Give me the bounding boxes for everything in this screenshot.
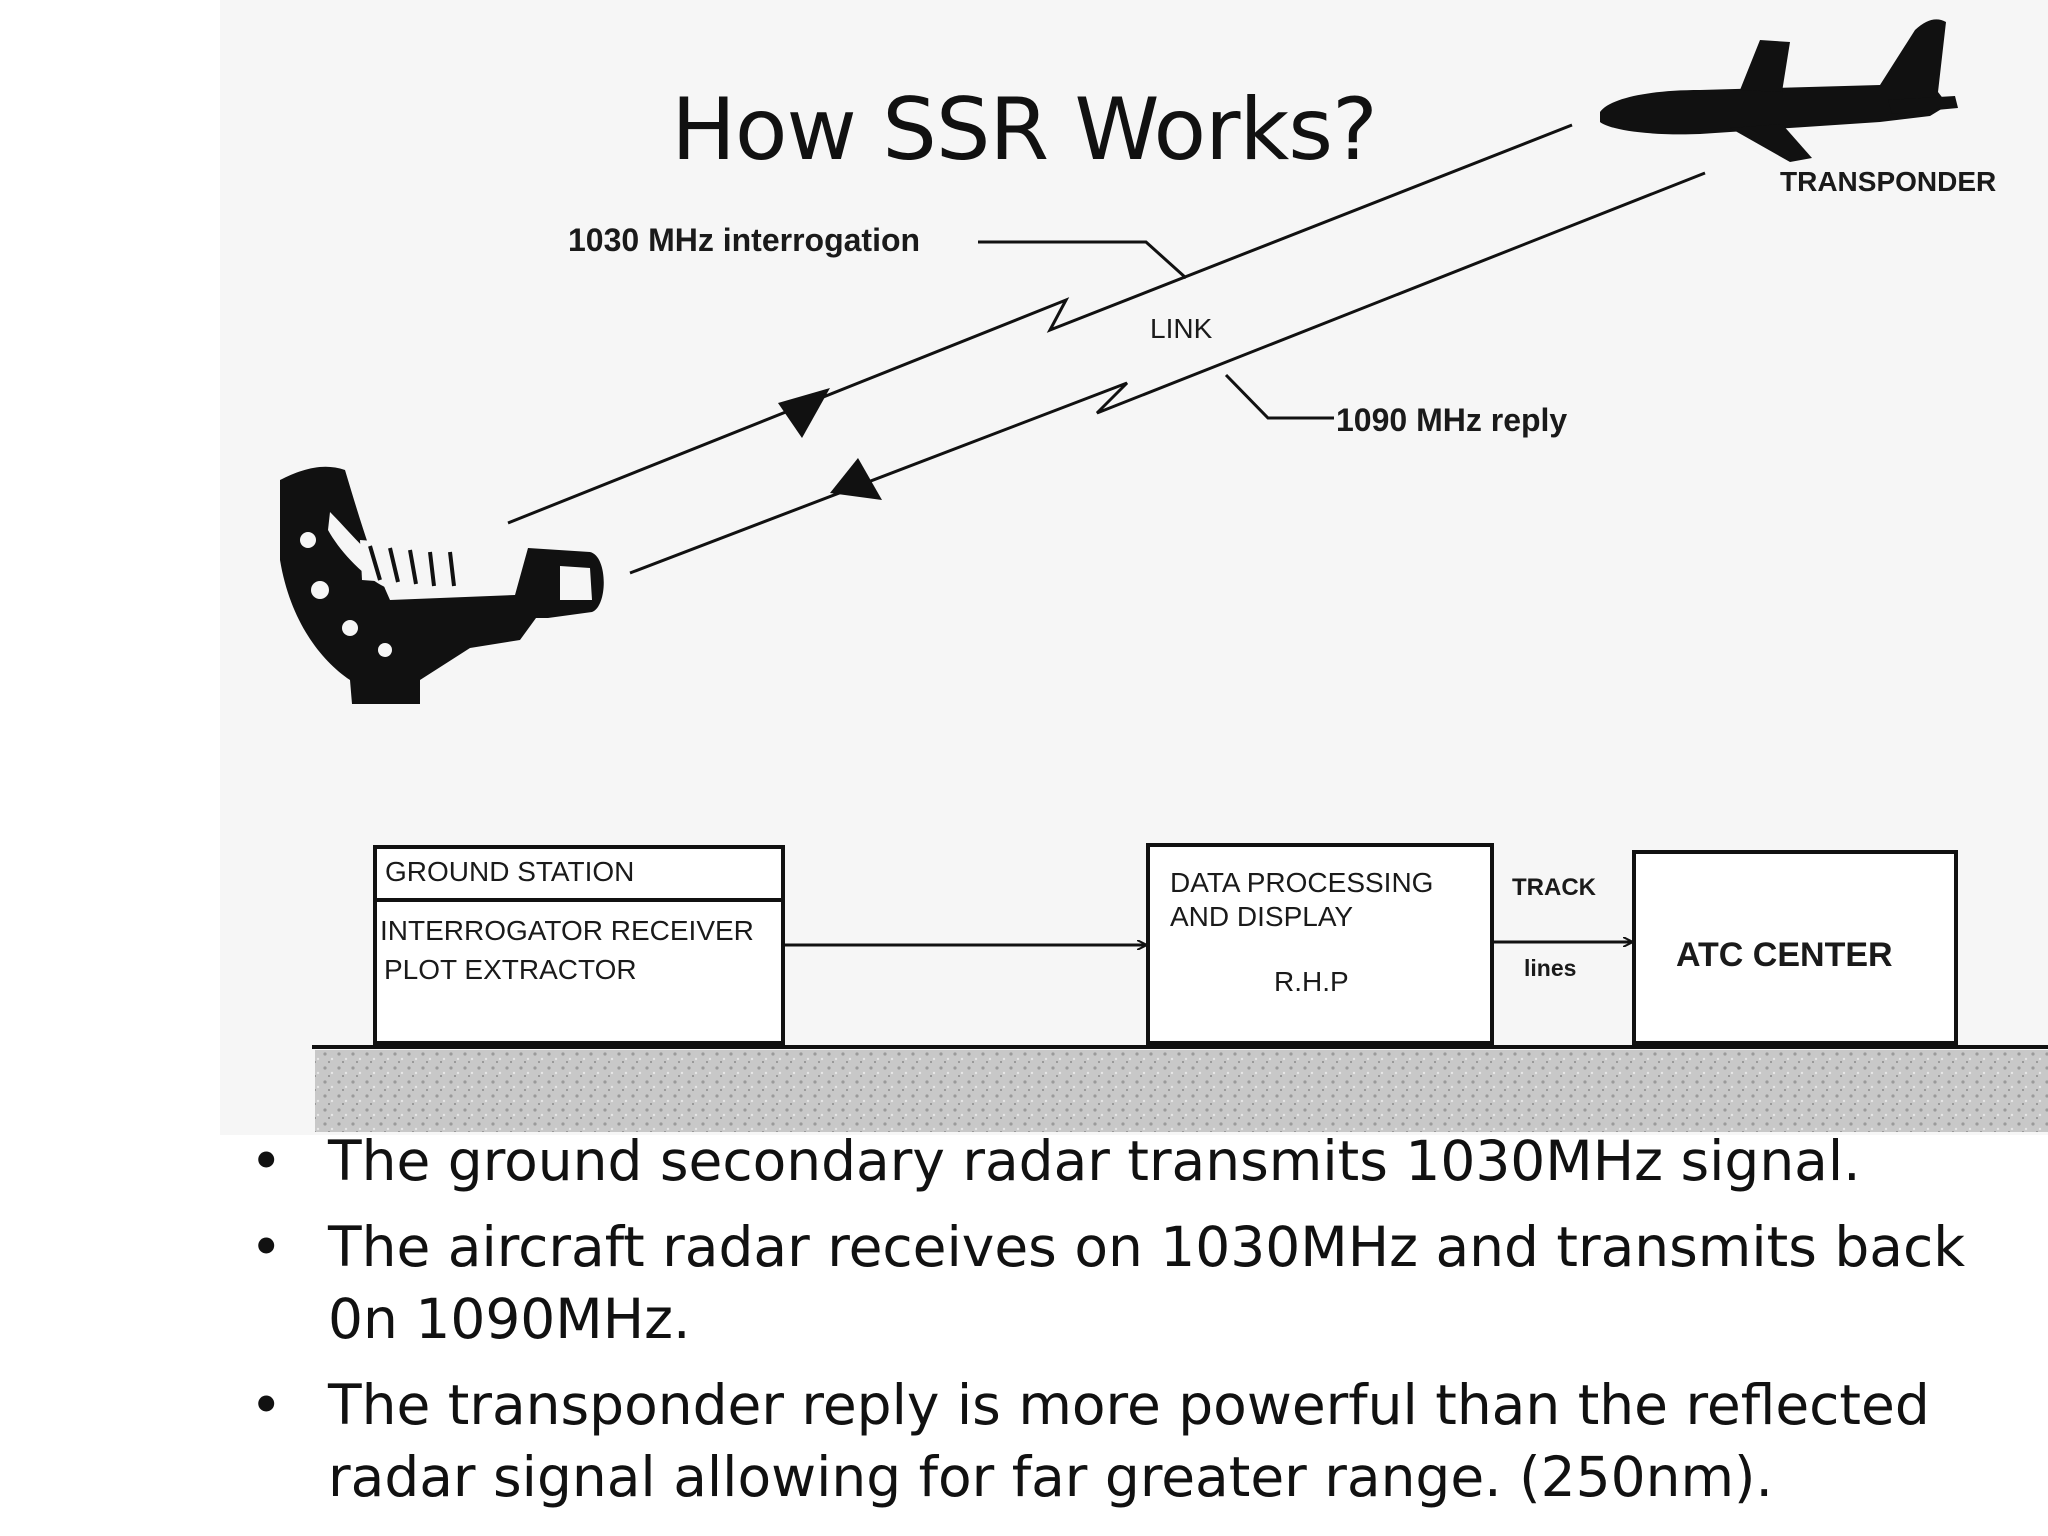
track-label: TRACK <box>1512 874 1596 901</box>
atc-center-label: ATC CENTER <box>1676 936 1893 974</box>
interrogation-label: 1030 MHz interrogation <box>568 222 921 258</box>
airplane-icon <box>1600 19 1958 162</box>
ground-station-box <box>373 845 785 1045</box>
lines-label: lines <box>1524 955 1577 981</box>
rhp-label: R.H.P <box>1274 966 1349 997</box>
bullet-item: • The aircraft radar receives on 1030MHz… <box>250 1211 2010 1355</box>
ground-station-label: GROUND STATION <box>385 856 635 887</box>
interrogation-arrowhead <box>778 388 830 438</box>
transponder-label: TRANSPONDER <box>1780 166 1997 197</box>
link-label: LINK <box>1150 313 1213 344</box>
bullet-text: The transponder reply is more powerful t… <box>328 1373 1930 1509</box>
bullet-list: • The ground secondary radar transmits 1… <box>250 1125 2010 1527</box>
reply-beam <box>629 171 1706 575</box>
reply-leader <box>1224 373 1334 420</box>
data-processing-box <box>1146 843 1494 1045</box>
plot-extractor-label: PLOT EXTRACTOR <box>384 954 637 985</box>
bullet-text: The ground secondary radar transmits 103… <box>328 1129 1861 1193</box>
data-processing-label: DATA PROCESSING AND DISPLAY <box>1170 867 1434 932</box>
interrogator-receiver-label: INTERROGATOR RECEIVER <box>380 915 754 946</box>
interrogation-beam <box>507 123 1573 525</box>
ssr-diagram <box>280 19 2048 1132</box>
bullet-dot: • <box>250 1215 283 1279</box>
atc-center-box <box>1632 850 1958 1045</box>
reply-arrowhead <box>830 458 882 500</box>
bullet-item: • The transponder reply is more powerful… <box>250 1369 2010 1513</box>
slide-title: How SSR Works? <box>671 80 1377 180</box>
radar-antenna-icon <box>280 466 604 704</box>
reply-label: 1090 MHz reply <box>1336 402 1568 438</box>
bullet-dot: • <box>250 1373 283 1437</box>
bullet-item: • The ground secondary radar transmits 1… <box>250 1125 2010 1197</box>
bullet-dot: • <box>250 1129 283 1193</box>
bullet-text: The aircraft radar receives on 1030MHz a… <box>328 1215 1966 1351</box>
interrogation-leader <box>978 240 1188 280</box>
ground-strip <box>315 1050 2048 1132</box>
